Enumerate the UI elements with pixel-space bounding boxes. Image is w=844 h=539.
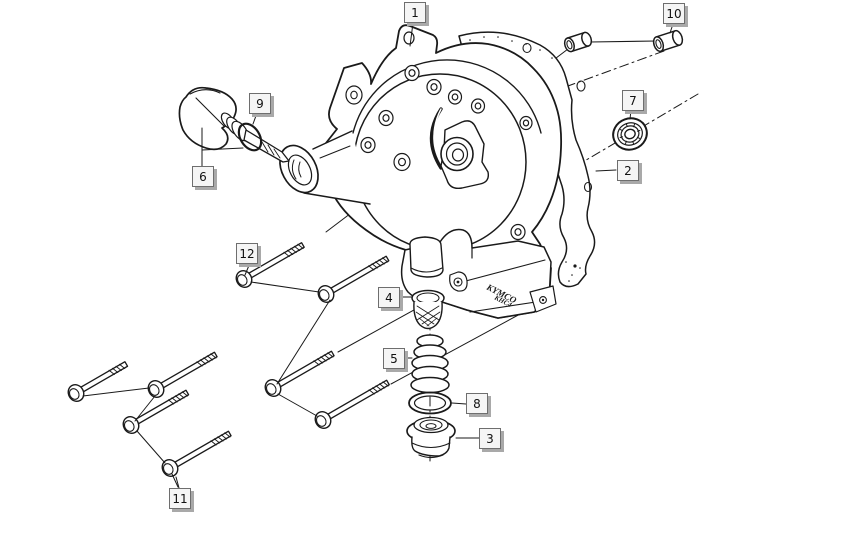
bolt-bosses bbox=[360, 64, 533, 241]
drain-oring bbox=[408, 391, 452, 415]
dipstick-oring bbox=[237, 122, 263, 152]
callout-label-6[interactable]: 6 bbox=[192, 166, 214, 187]
callout-label-11[interactable]: 11 bbox=[169, 488, 191, 509]
callout-label-5[interactable]: 5 bbox=[383, 348, 405, 369]
callout-label-3[interactable]: 3 bbox=[479, 428, 501, 449]
bearing bbox=[612, 117, 648, 151]
callout-label-2[interactable]: 2 bbox=[617, 160, 639, 181]
callout-label-4[interactable]: 4 bbox=[378, 287, 400, 308]
bolt-group-11 bbox=[67, 351, 232, 477]
drain-cap bbox=[406, 416, 456, 459]
oil-filler-neck bbox=[279, 130, 371, 205]
leader-lines bbox=[82, 22, 674, 489]
dowel-pins bbox=[563, 29, 684, 53]
callout-label-1[interactable]: 1 bbox=[404, 2, 426, 23]
crankcase-cover: KYMCO KHC4 bbox=[279, 24, 563, 319]
spring bbox=[410, 334, 450, 394]
callout-label-8[interactable]: 8 bbox=[466, 393, 488, 414]
gasket-stipple bbox=[469, 36, 581, 282]
oil-strainer bbox=[411, 289, 445, 330]
bolt-group-12 bbox=[235, 242, 390, 429]
oil-dipstick bbox=[178, 86, 290, 163]
callout-label-10[interactable]: 10 bbox=[663, 3, 685, 24]
callout-label-12[interactable]: 12 bbox=[236, 243, 258, 264]
callout-label-9[interactable]: 9 bbox=[249, 93, 271, 114]
callout-label-7[interactable]: 7 bbox=[622, 90, 644, 111]
